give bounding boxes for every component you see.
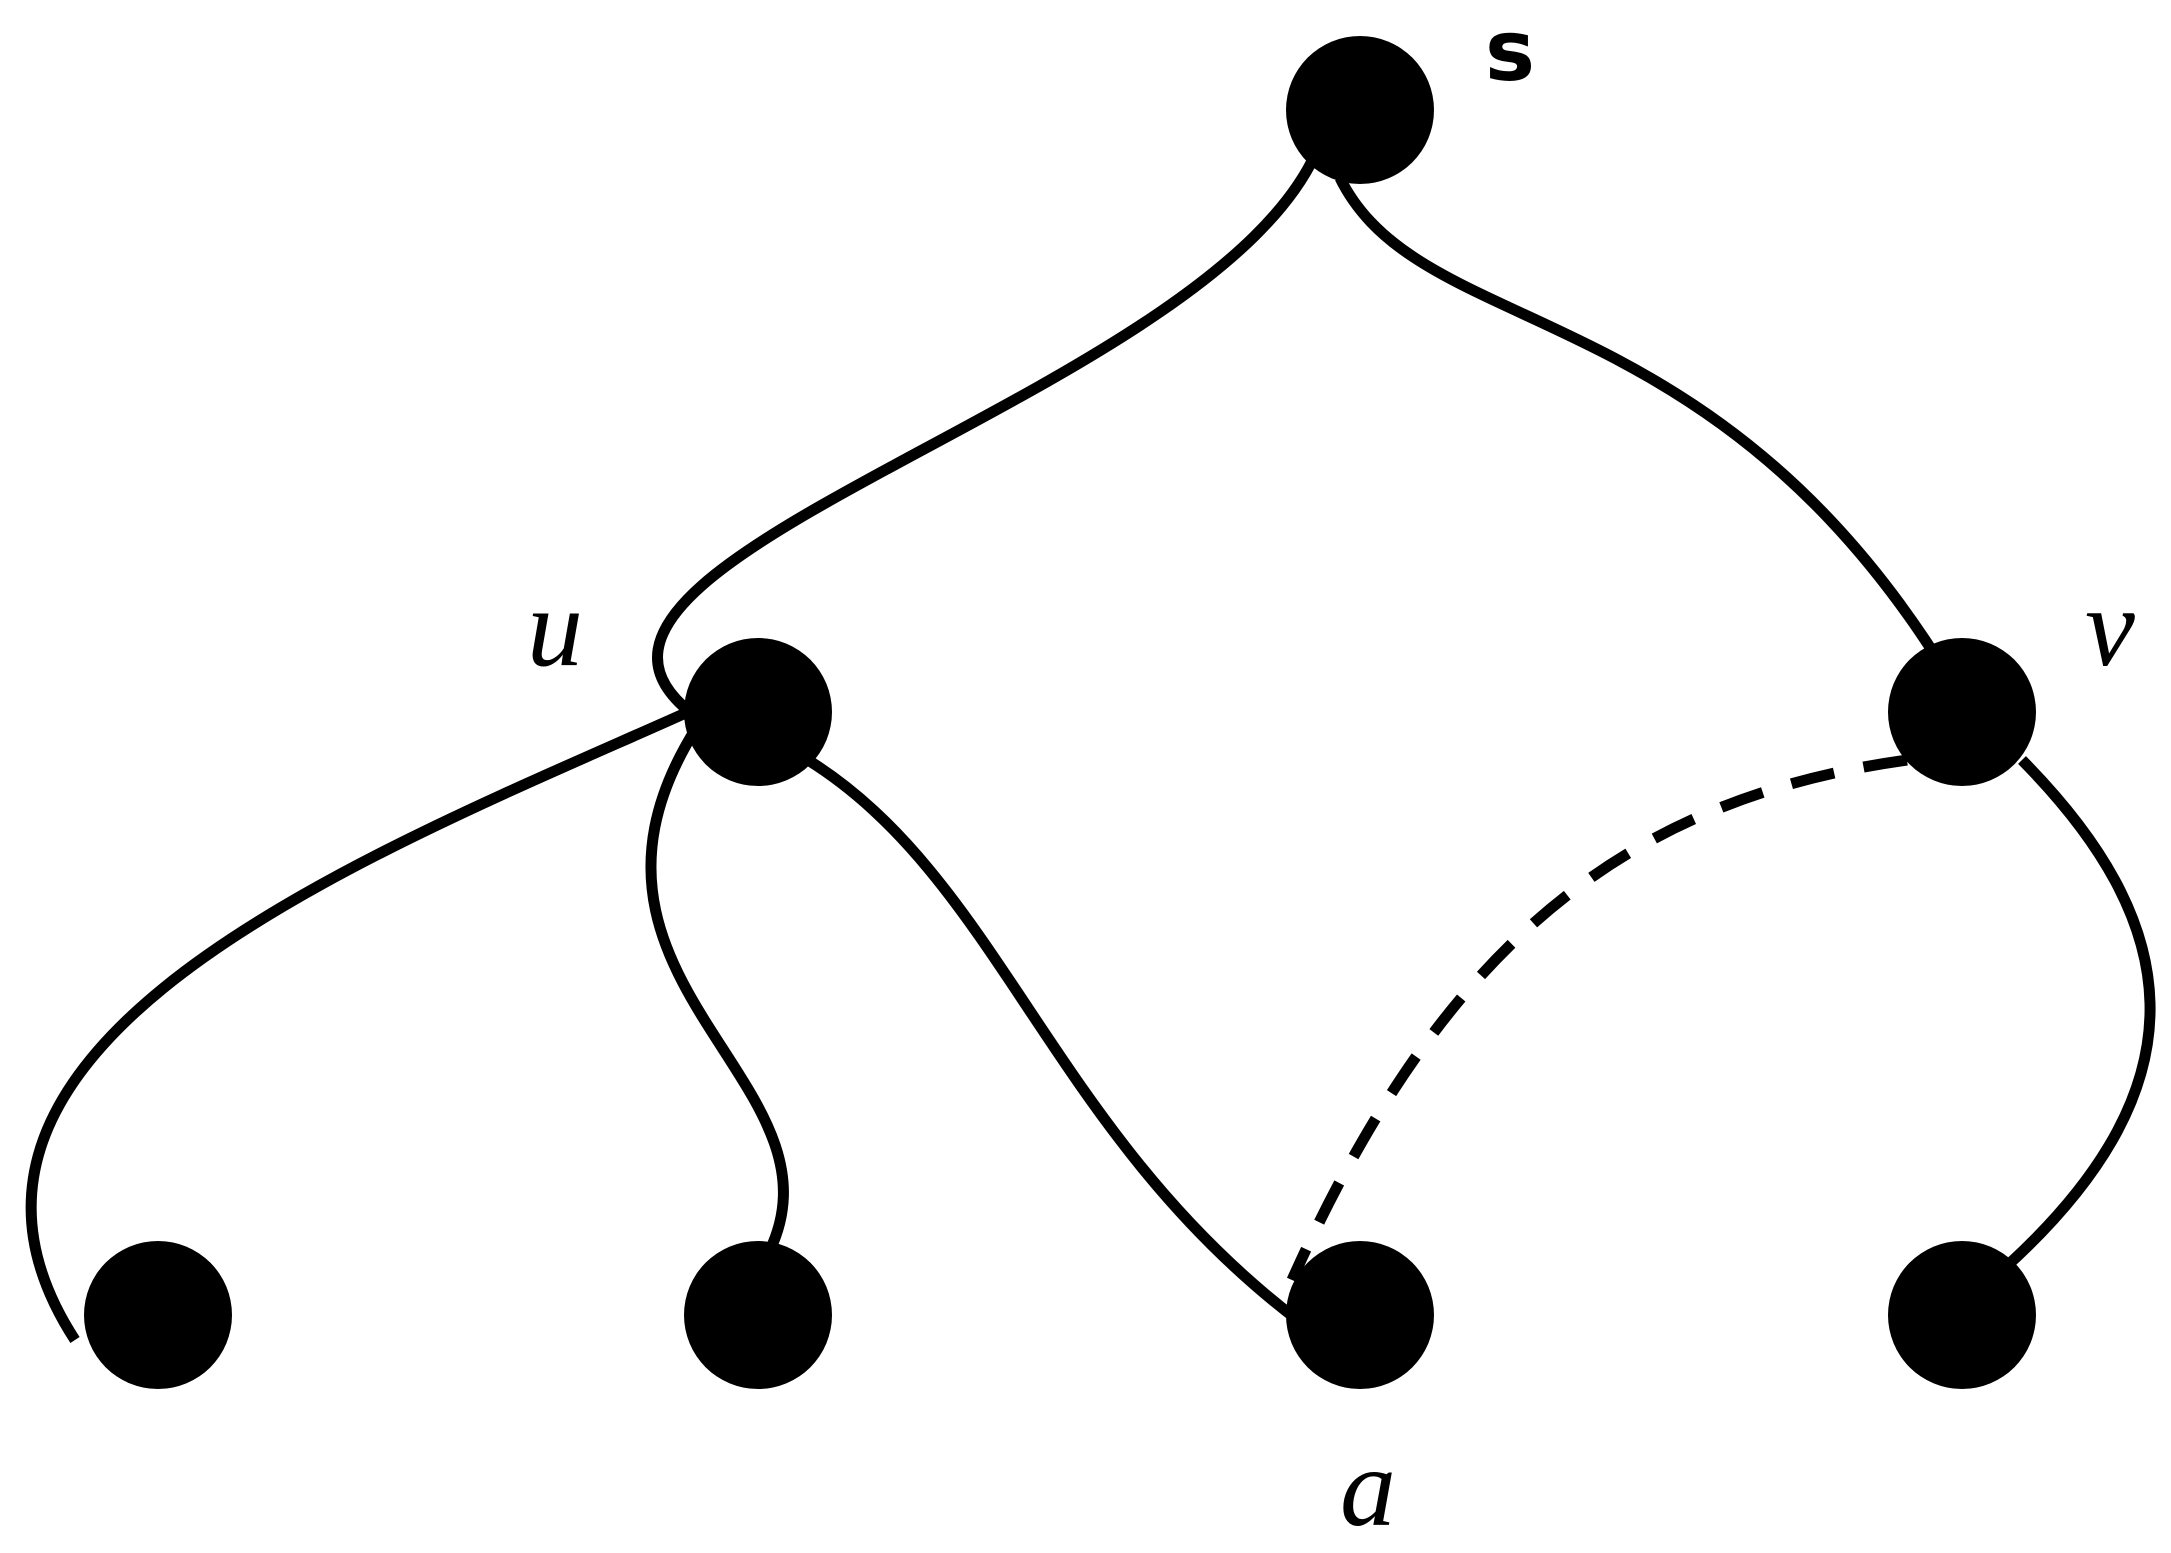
label-a: a	[1340, 1426, 1396, 1550]
label-s: s	[1485, 2, 1535, 100]
node-v	[1888, 638, 2036, 786]
label-u: u	[527, 566, 583, 690]
edge-v-leaf-4	[2004, 756, 2156, 1270]
edge-u-leaf-1	[25, 706, 691, 1343]
label-v: v	[2085, 566, 2135, 690]
node-leaf-2	[684, 1241, 832, 1389]
edge-s-u	[652, 152, 1320, 717]
edge-v-a-dashed	[1286, 754, 1908, 1283]
edge-u-leaf-2	[645, 727, 789, 1253]
node-leaf-1	[84, 1241, 232, 1389]
node-a	[1286, 1241, 1434, 1389]
node-u	[684, 638, 832, 786]
edge-u-a	[805, 755, 1299, 1323]
node-leaf-4	[1888, 1241, 2036, 1389]
edge-s-v	[1335, 175, 1940, 658]
node-s	[1286, 36, 1434, 184]
